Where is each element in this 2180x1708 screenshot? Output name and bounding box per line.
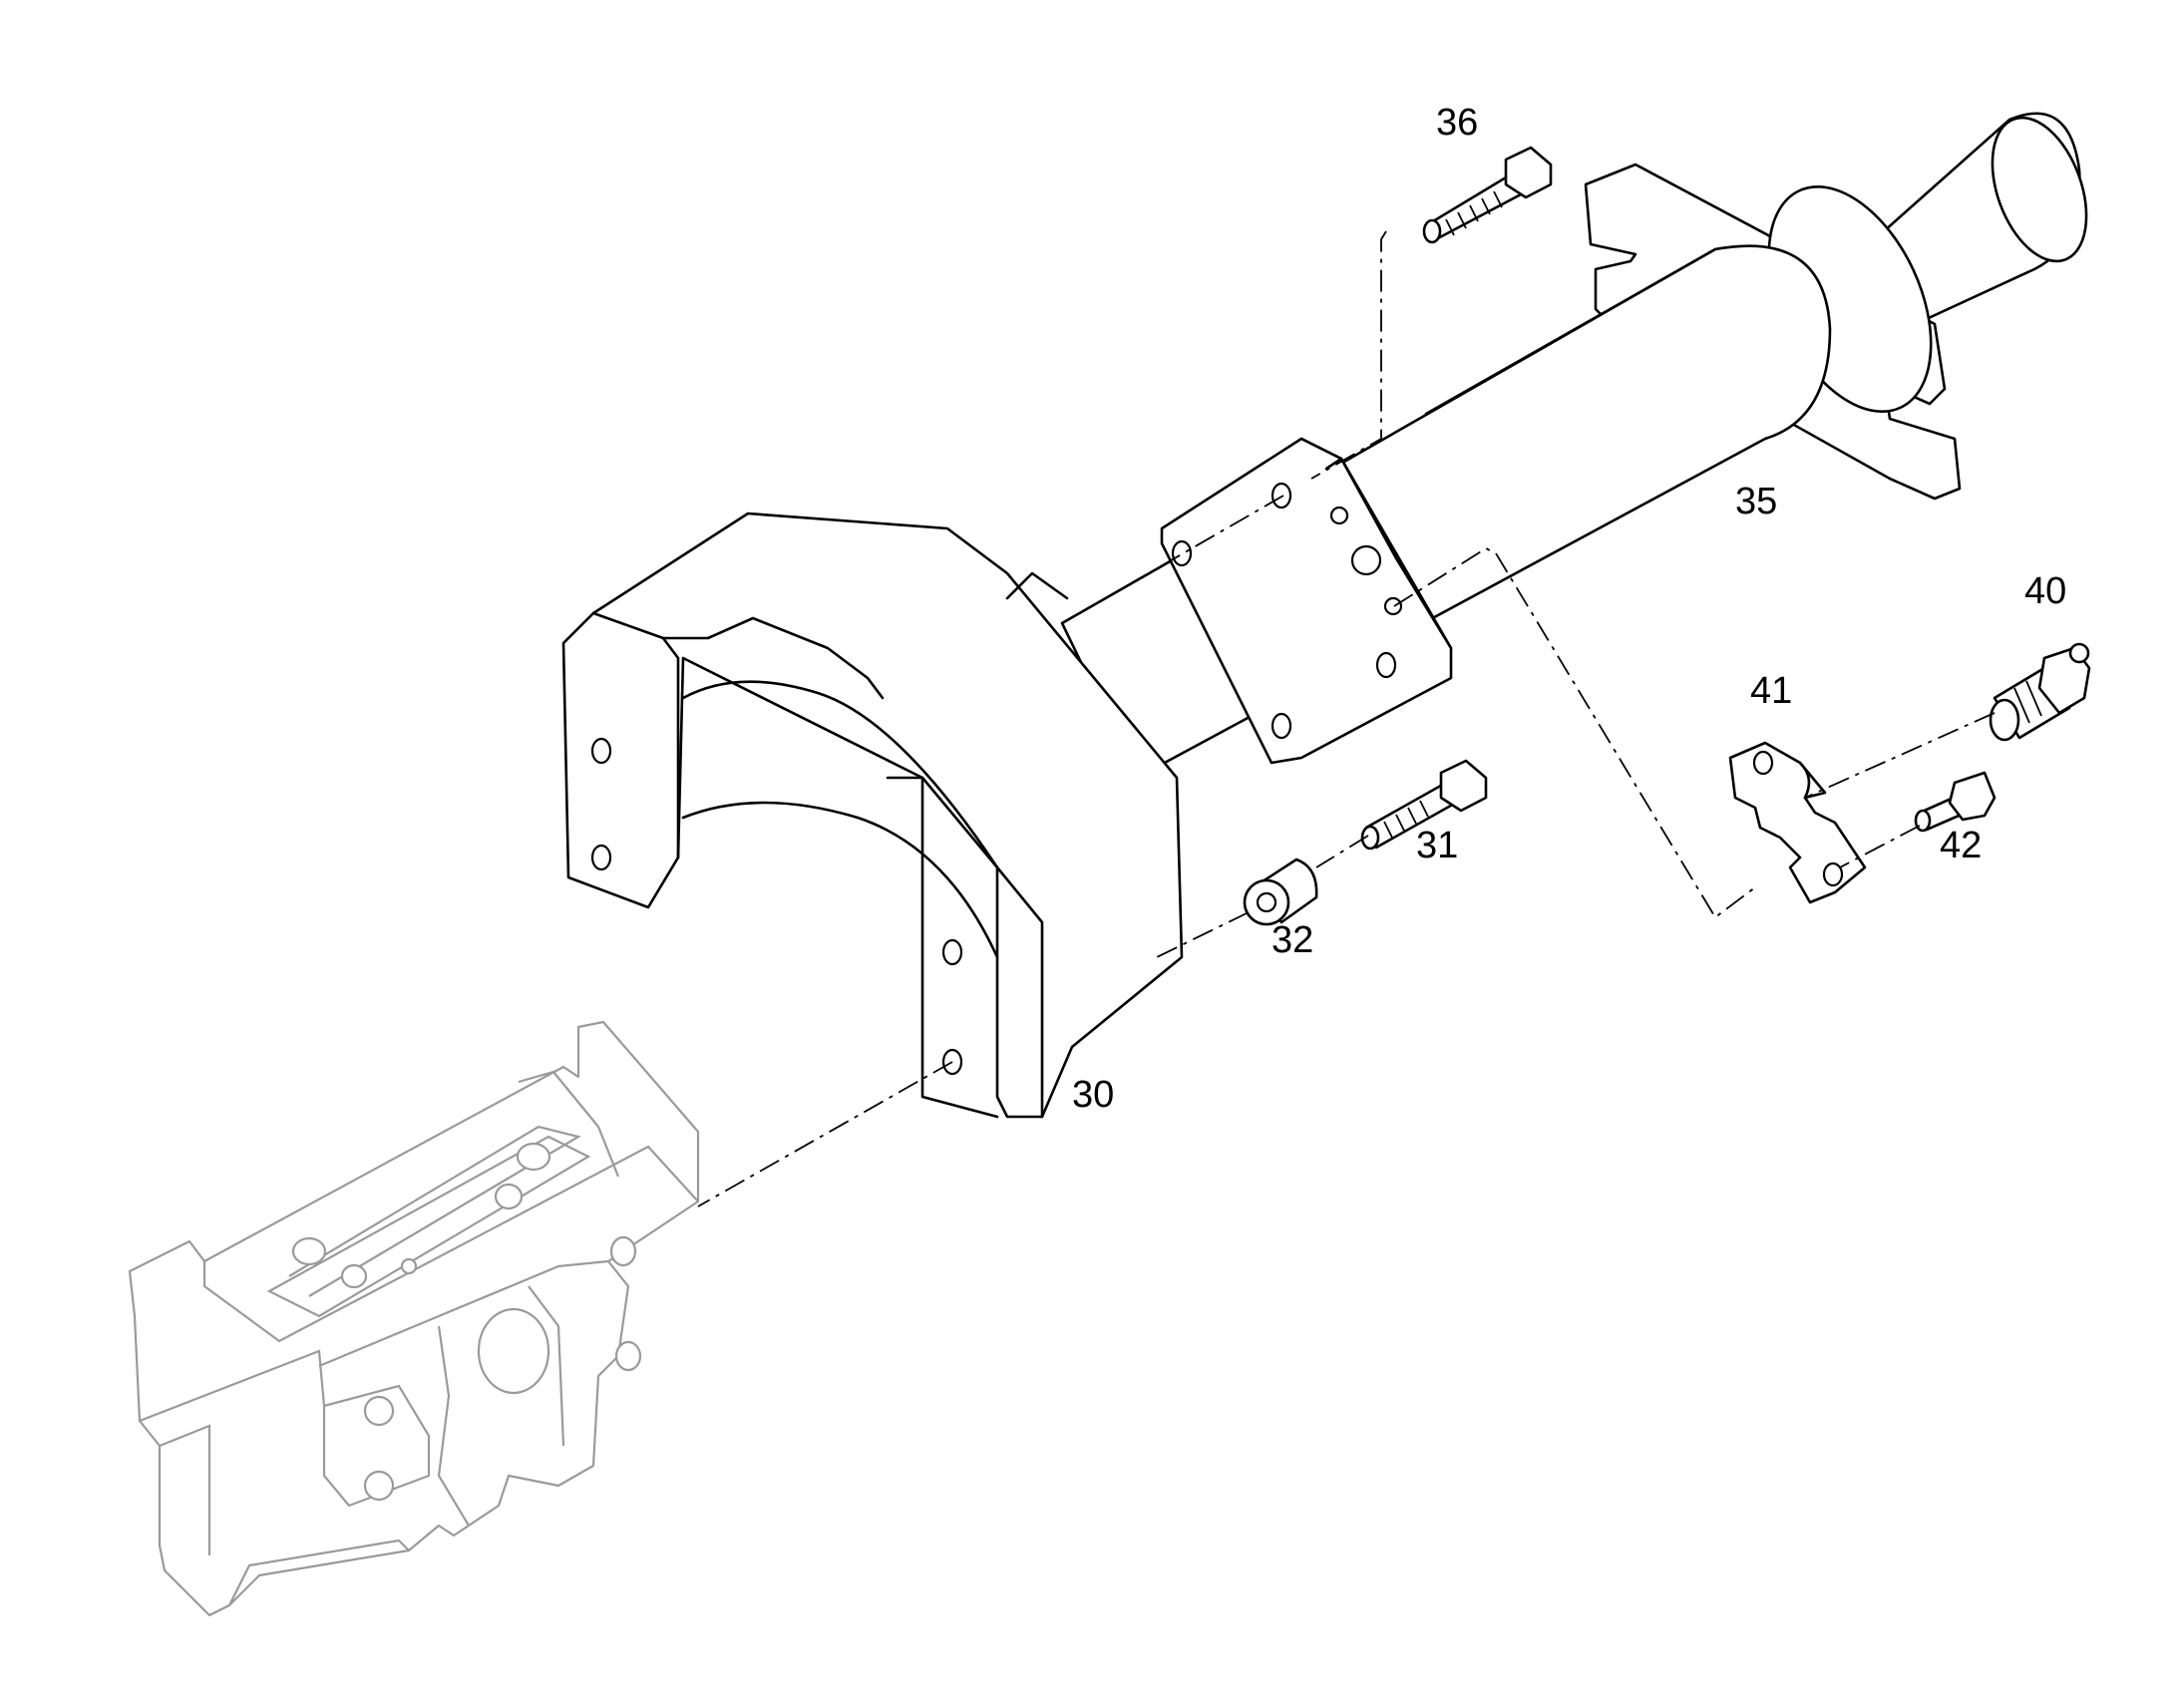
callout-40: 40 [2024,570,2066,612]
callout-35: 35 [1735,481,1777,522]
part-40-fitting [1989,642,2091,742]
callouts: 36 35 40 41 42 31 32 30 [1072,102,2066,1116]
callout-41: 41 [1750,670,1792,712]
part-41-clip [1728,741,1867,904]
base-assembly-ghost [128,1020,700,1617]
alignment-lines [697,230,1996,1207]
callout-30: 30 [1072,1074,1114,1116]
mounting-plate [1160,437,1453,765]
callout-42: 42 [1940,825,1982,866]
part-31-bolt [1360,759,1488,851]
part-35-shaft [1060,112,2088,780]
part-32-spacer [1243,857,1318,926]
part-42-bolt [1914,771,1997,833]
part-30-bracket [561,512,1184,1119]
callout-32: 32 [1272,919,1313,961]
part-36-bolt [1422,146,1553,244]
callout-31: 31 [1416,825,1458,866]
callout-36: 36 [1436,102,1478,144]
